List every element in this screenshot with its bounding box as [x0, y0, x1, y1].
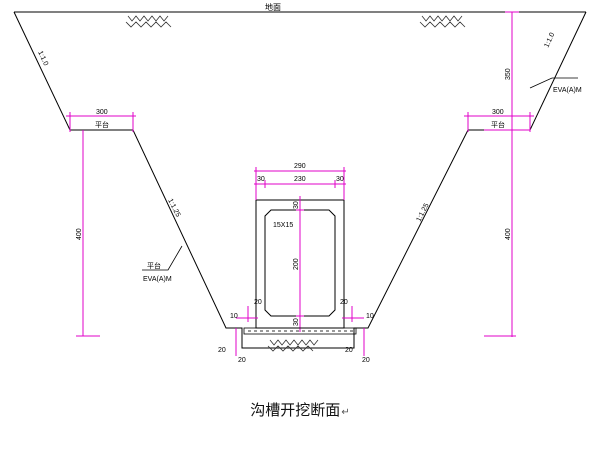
label-right-slope-low: 1:1.25	[416, 202, 431, 223]
label-left-berm-width: 300	[96, 109, 108, 116]
label-foot-left-b: 20	[218, 347, 226, 354]
foundation-base	[243, 327, 357, 335]
label-right-berm-tag: 平台	[491, 120, 505, 129]
label-box-top: 30	[293, 201, 300, 209]
label-foot-right-h: 20	[340, 299, 348, 306]
label-right-slope-top: 1:1.0	[543, 32, 556, 49]
label-foot-left-w: 10	[230, 313, 238, 320]
caption-text: 沟槽开挖断面	[250, 401, 341, 419]
label-foot-left-h: 20	[254, 299, 262, 306]
label-left-note-b: EVA(A)M	[143, 276, 172, 283]
label-box-chamfer: 15X15	[273, 222, 293, 229]
label-left-berm-tag: 平台	[95, 120, 109, 129]
label-box-inner: 230	[294, 176, 306, 183]
label-foot-left-c: 20	[238, 357, 246, 364]
label-box-wall-right: 30	[336, 176, 344, 183]
label-box-wall-left: 30	[257, 176, 265, 183]
paragraph-mark: ↵	[341, 407, 350, 418]
label-box-width: 290	[294, 163, 306, 170]
label-right-depth-top: 350	[505, 68, 512, 80]
base-hatch	[267, 339, 319, 352]
label-left-depth: 400	[76, 228, 83, 240]
label-foot-right-b: 20	[345, 347, 353, 354]
culvert-box-inner	[264, 209, 336, 317]
label-ground: 地面	[265, 2, 281, 12]
ground-hatch-right	[419, 15, 466, 28]
label-left-note-a: 平台	[147, 261, 161, 270]
label-foot-right-w: 10	[366, 313, 374, 320]
label-left-slope-top: 1:1.0	[36, 50, 49, 67]
left-note-leader	[142, 245, 183, 271]
label-box-height: 200	[293, 258, 300, 270]
label-box-bottom: 30	[293, 318, 300, 326]
label-left-slope-low: 1:1.25	[166, 198, 181, 219]
label-right-note: EVA(A)M	[553, 87, 582, 94]
label-right-berm-width: 300	[492, 109, 504, 116]
label-right-depth: 400	[505, 228, 512, 240]
label-foot-right-c: 20	[362, 357, 370, 364]
excavation-outline	[13, 11, 587, 349]
figure-caption: 沟槽开挖断面↵	[0, 399, 600, 420]
ground-hatch-left	[125, 15, 172, 28]
right-note-leader	[529, 77, 578, 89]
